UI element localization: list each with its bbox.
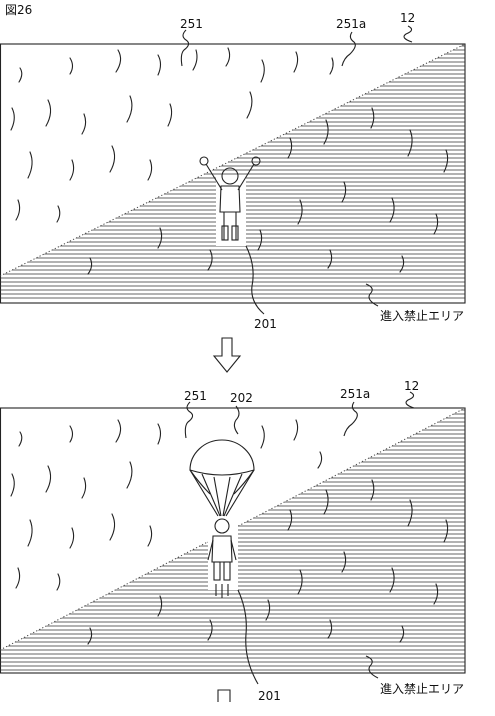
leader-no-entry	[365, 655, 379, 679]
cliff-cracks	[10, 419, 323, 591]
label-parachute: 202	[230, 391, 253, 405]
leader-251a	[341, 31, 356, 67]
leader-no-entry	[365, 283, 379, 307]
label-no-entry-area: 進入禁止エリア	[380, 309, 464, 323]
marker-bracket	[217, 689, 231, 702]
player-character	[207, 518, 238, 598]
leader-251	[184, 401, 194, 439]
label-no-entry-area: 進入禁止エリア	[380, 682, 464, 696]
leader-202	[233, 405, 240, 435]
slope-cracks	[87, 479, 449, 645]
label-cliff: 251	[180, 17, 203, 31]
label-screen: 12	[404, 379, 419, 393]
player-character	[199, 156, 261, 246]
parachute	[189, 439, 255, 517]
label-character: 201	[254, 317, 277, 331]
panel-before: 251 251a 12 201 進入禁止エリア	[0, 11, 466, 331]
leader-251	[180, 29, 190, 67]
screen-frame	[0, 407, 466, 674]
label-character: 201	[258, 689, 281, 703]
label-cliff-edge: 251a	[336, 17, 366, 31]
label-screen: 12	[400, 11, 415, 25]
leader-251a	[343, 401, 358, 437]
leader-201	[237, 589, 259, 685]
slope-cracks	[87, 107, 449, 275]
panel-after: 251 202 251a 12 201 進入禁止エリア	[0, 379, 466, 703]
slope-hatching	[0, 45, 465, 299]
cliff-cracks	[10, 47, 334, 223]
label-cliff-edge: 251a	[340, 387, 370, 401]
leader-201	[245, 245, 265, 315]
figure-label: 図26	[5, 3, 32, 17]
leader-12	[405, 391, 415, 409]
label-cliff: 251	[184, 389, 207, 403]
leader-12	[403, 25, 413, 43]
down-arrow-icon	[212, 337, 242, 373]
screen-frame	[0, 43, 466, 304]
